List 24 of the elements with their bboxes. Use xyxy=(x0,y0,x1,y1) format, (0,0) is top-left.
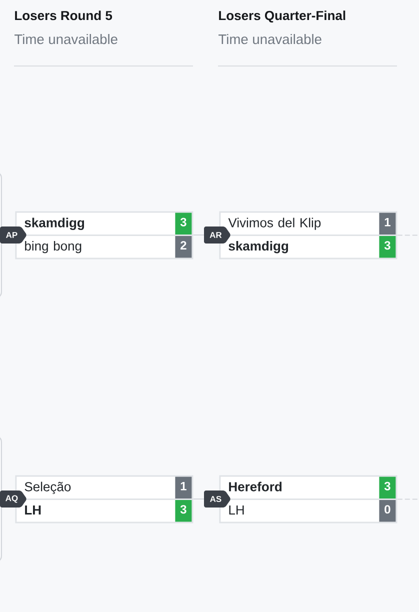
connector-line xyxy=(192,498,204,500)
bracket-line xyxy=(0,507,2,562)
score-box: 1 xyxy=(175,476,192,498)
connector-line xyxy=(396,498,419,500)
bracket-line xyxy=(0,243,2,298)
score-box: 1 xyxy=(379,212,396,234)
round-title: Losers Quarter-Final xyxy=(219,10,346,23)
score-box: 3 xyxy=(175,212,192,234)
match-badge: AP xyxy=(0,226,26,244)
score-box: 3 xyxy=(379,236,396,258)
score-box: 3 xyxy=(175,500,192,522)
round-subtitle: Time unavailable xyxy=(14,34,118,44)
score-box: 0 xyxy=(379,500,396,522)
match-badge: AQ xyxy=(0,490,26,508)
connector-line xyxy=(192,234,204,236)
round-title: Losers Round 5 xyxy=(15,10,112,20)
match-badge: AS xyxy=(204,490,230,508)
round-subtitle: Time unavailable xyxy=(218,34,322,44)
score-box: 3 xyxy=(379,476,396,498)
bracket-line xyxy=(0,172,2,227)
match-badge: AR xyxy=(204,226,230,244)
score-box: 2 xyxy=(175,236,192,258)
connector-line xyxy=(396,234,419,236)
bracket-line xyxy=(0,436,2,491)
